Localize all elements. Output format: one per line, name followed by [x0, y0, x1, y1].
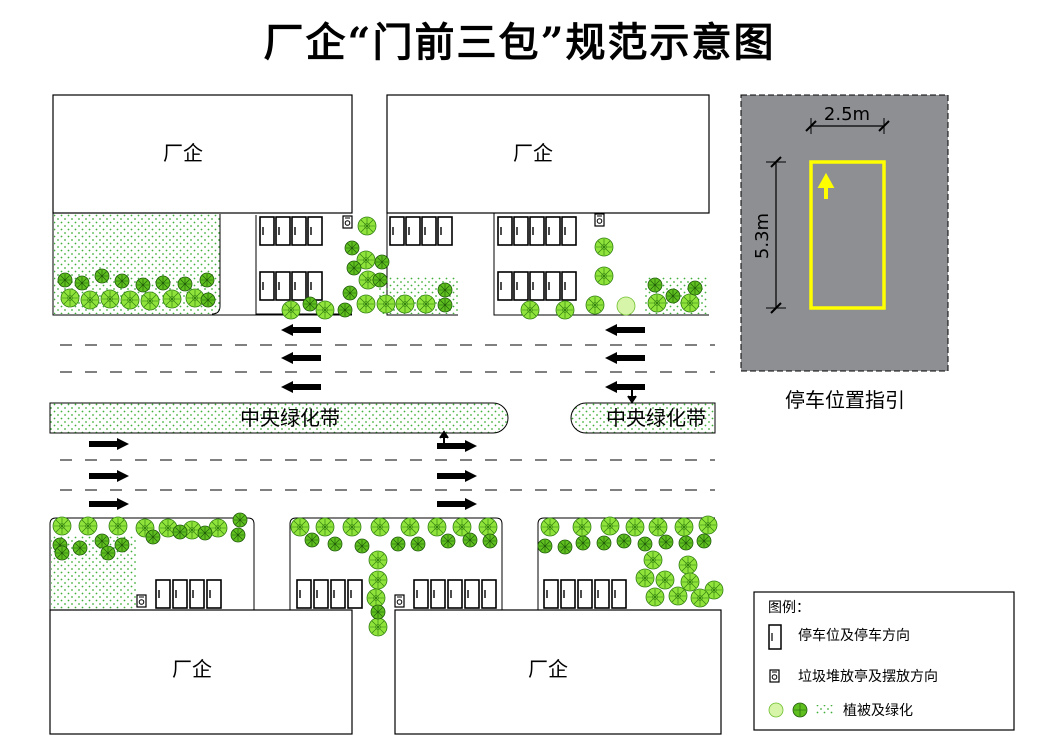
parking-stalls — [155, 579, 222, 609]
median-label: 中央绿化带 — [606, 406, 706, 430]
parking-stall-icon — [768, 624, 782, 650]
building-bottom-left — [49, 609, 353, 735]
lane-arrow-left-icon — [281, 324, 321, 336]
median: 中央绿化带 中央绿化带 — [49, 402, 716, 434]
lane-arrow-right-icon — [89, 470, 129, 482]
top-left-block: 厂企 — [52, 94, 353, 316]
bottom-left-block: 厂企 — [49, 512, 353, 735]
parking-space-outline — [809, 160, 886, 310]
median-label: 中央绿化带 — [240, 406, 340, 430]
building-label: 厂企 — [172, 657, 212, 681]
guide-caption: 停车位置指引 — [785, 388, 905, 412]
trash-kiosk-icon — [342, 215, 353, 229]
bottom-middle-block: 厂企 — [289, 515, 724, 735]
direction-arrow-icon — [817, 172, 835, 199]
parking-stalls — [296, 579, 627, 609]
road — [60, 324, 715, 510]
width-dimension-label: 2.5m — [824, 104, 870, 125]
building-label: 厂企 — [163, 141, 203, 165]
building-label: 厂企 — [528, 657, 568, 681]
legend-title: 图例： — [768, 600, 810, 616]
lane-arrow-left-icon — [605, 324, 645, 336]
lane-arrow-right-icon — [89, 498, 129, 510]
legend-item: 垃圾堆放亭及摆放方向 — [798, 668, 938, 685]
lane-arrow-right-icon — [437, 498, 477, 510]
lane-arrow-left-icon — [605, 352, 645, 364]
lane-arrow-right-icon — [89, 438, 129, 450]
page-title: 厂企“门前三包”规范示意图 — [263, 19, 776, 66]
trash-kiosk-icon — [394, 594, 405, 608]
legend: 图例： 停车位及停车方向 垃圾堆放亭及摆放方向 植被及绿化 — [753, 591, 1015, 731]
tree-cluster — [281, 216, 703, 320]
building-label: 厂企 — [513, 141, 553, 165]
lane-arrow-left-icon — [281, 352, 321, 364]
lane-arrow-left-icon — [605, 381, 645, 393]
legend-box — [753, 591, 1015, 731]
parking-guide: 2.5m 5.3m 停车位置指引 — [740, 94, 949, 412]
lane-arrow-right-icon — [437, 470, 477, 482]
legend-item: 停车位及停车方向 — [798, 627, 910, 644]
building-bottom-middle — [394, 609, 722, 735]
vegetation-icon — [768, 702, 834, 718]
length-dimension-label: 5.3m — [752, 213, 773, 259]
trash-kiosk-icon — [769, 669, 780, 683]
turn-down-arrow-icon — [627, 387, 637, 404]
lane-arrow-left-icon — [281, 381, 321, 393]
trash-kiosk-icon — [594, 213, 605, 227]
legend-item: 植被及绿化 — [843, 703, 913, 719]
parking-stalls — [259, 216, 323, 301]
top-middle-block: 厂企 — [281, 94, 710, 320]
building-top-middle — [386, 94, 710, 214]
trash-kiosk-icon — [136, 594, 147, 608]
building-top-left — [52, 94, 353, 214]
